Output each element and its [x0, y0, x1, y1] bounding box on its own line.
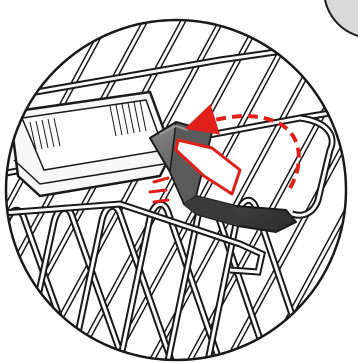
adjacent-detail-circle	[324, 0, 358, 38]
